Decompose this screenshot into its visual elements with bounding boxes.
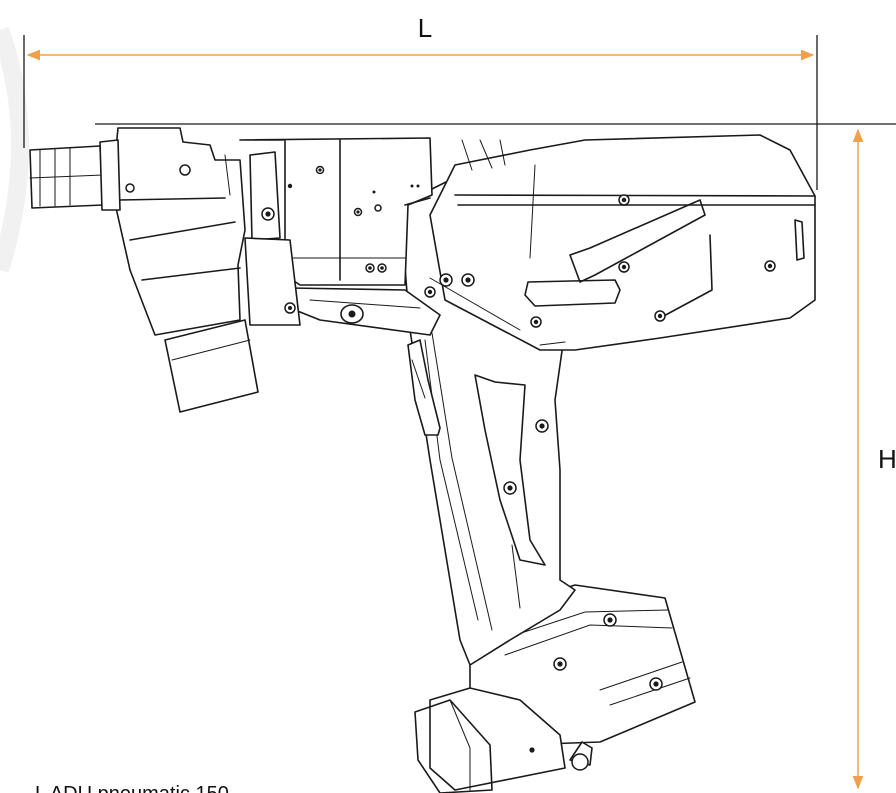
- output-spindle: [164, 319, 259, 413]
- tool-outline: [29, 127, 816, 793]
- battery-release-knob: [571, 753, 589, 771]
- gear-head: [111, 127, 301, 413]
- height-dimension: H: [95, 123, 896, 790]
- length-dimension: L: [23, 13, 818, 190]
- model-caption: L ADU pneumatic 150: [35, 783, 229, 793]
- watermark-arc: [0, 26, 29, 273]
- height-label: H: [878, 444, 896, 474]
- main-body: [429, 134, 816, 351]
- front-nozzle: [29, 139, 121, 211]
- trigger: [407, 339, 441, 436]
- length-label: L: [418, 13, 432, 43]
- screws: [125, 164, 776, 691]
